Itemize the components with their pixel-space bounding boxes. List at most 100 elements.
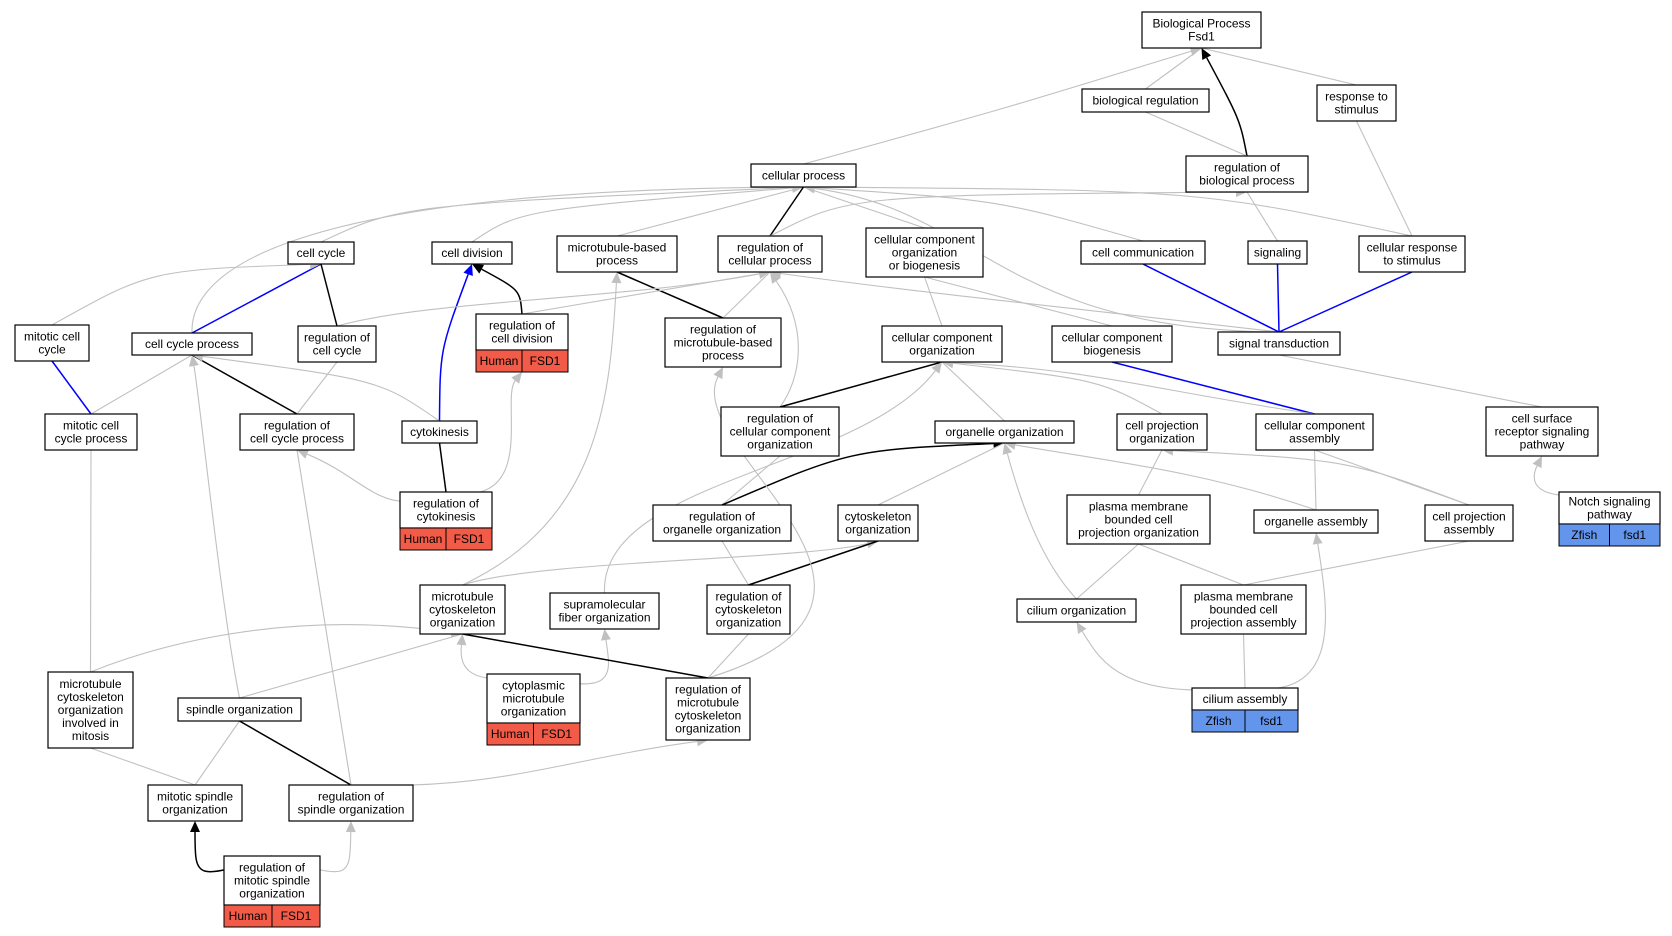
node-cco-label-line: organization bbox=[909, 344, 974, 358]
node-cproc[interactable]: cellular process bbox=[750, 163, 857, 188]
node-ccp[interactable]: cell cycle process bbox=[131, 332, 253, 356]
node-rcco-label-line: organization bbox=[747, 438, 812, 452]
edge-rccp-to-ccp bbox=[191, 354, 298, 415]
node-cca-label-line: cellular component bbox=[1264, 419, 1365, 433]
arrowhead-cilo-to-orgo bbox=[1002, 443, 1013, 455]
node-cdiv[interactable]: cell division bbox=[431, 241, 513, 265]
node-mtbp-label-line: microtubule-based bbox=[568, 241, 667, 255]
edge-rcco-to-rcp bbox=[775, 280, 799, 408]
node-mtcoim-label-line: microtubule bbox=[59, 677, 121, 691]
edge-rso-to-rccp bbox=[296, 449, 352, 786]
node-cdiv-label-line: cell division bbox=[441, 246, 502, 260]
node-sfo-label-line: fiber organization bbox=[558, 611, 650, 625]
node-rcytok-gene-cell bbox=[445, 527, 493, 551]
node-csrsp-label-line: pathway bbox=[1520, 438, 1565, 452]
node-cytok[interactable]: cytokinesis bbox=[401, 420, 478, 444]
node-cco-box bbox=[881, 325, 1003, 363]
node-rccp-label-line: cell cycle process bbox=[250, 432, 344, 446]
edge-rmtco-to-mtco bbox=[462, 633, 709, 679]
edge-cpa-to-cpo bbox=[1172, 450, 1470, 506]
edge-rso-to-spo bbox=[239, 720, 352, 786]
arrowhead-ciliuma-to-cilo bbox=[1076, 622, 1087, 634]
edge-oa-to-orgo bbox=[1015, 444, 1317, 511]
node-sig[interactable]: signaling bbox=[1247, 240, 1308, 265]
edge-mso-to-mtcoim bbox=[90, 747, 196, 786]
node-ccp-label-line: cell cycle process bbox=[145, 337, 239, 351]
arrowhead-rmso-to-rso bbox=[345, 821, 356, 833]
edge-rbp-to-bp bbox=[1206, 57, 1248, 157]
node-cpo-label-line: cell projection bbox=[1125, 419, 1198, 433]
node-breg[interactable]: biological regulation bbox=[1081, 88, 1210, 113]
node-rso-box bbox=[288, 784, 414, 822]
edge-spo-to-ccp bbox=[193, 365, 241, 699]
edge-mtco-to-cskel bbox=[462, 543, 868, 586]
node-cdiv-box bbox=[431, 241, 513, 265]
node-cilo[interactable]: cilium organization bbox=[1016, 598, 1137, 623]
node-notch-gene-label: fsd1 bbox=[1623, 528, 1646, 542]
edge-mtcoim-to-mccp bbox=[89, 449, 92, 673]
node-cilo-label-line: cilium organization bbox=[1027, 604, 1126, 618]
edge-cpo-to-cco bbox=[952, 362, 1163, 415]
edge-rmtco-to-rmtbp bbox=[707, 376, 815, 679]
node-mtco-label-line: microtubule bbox=[431, 590, 493, 604]
node-mtcoim[interactable]: microtubulecytoskeletonorganizationinvol… bbox=[47, 671, 134, 749]
node-oa[interactable]: organelle assembly bbox=[1253, 509, 1379, 534]
node-rmtco-label-line: cytoskeleton bbox=[675, 709, 742, 723]
node-rmso-species-label: Human bbox=[229, 909, 268, 923]
node-rmtco-label-line: microtubule bbox=[677, 696, 739, 710]
edge-st-to-ccomm bbox=[1142, 263, 1280, 333]
node-st[interactable]: signal transduction bbox=[1217, 331, 1341, 356]
node-pmbcpa-box bbox=[1180, 584, 1307, 635]
node-ccyc[interactable]: cell cycle bbox=[287, 241, 355, 265]
node-bp-box bbox=[1141, 11, 1262, 49]
node-cpa-label-line: assembly bbox=[1444, 523, 1495, 537]
node-rmtco[interactable]: regulation ofmicrotubulecytoskeletonorga… bbox=[665, 677, 751, 741]
node-spo[interactable]: spindle organization bbox=[177, 697, 302, 722]
node-rco-label-line: cytoskeleton bbox=[715, 603, 782, 617]
node-rcp-label-line: regulation of bbox=[737, 241, 804, 255]
edge-rcdiv-to-rcp bbox=[521, 271, 771, 315]
edge-rmtco-to-rco bbox=[707, 633, 749, 679]
edge-spo-to-mtco bbox=[239, 633, 463, 699]
node-orgo[interactable]: organelle organization bbox=[934, 420, 1075, 444]
node-mtcoim-label-line: organization bbox=[58, 703, 123, 717]
edge-cpa-to-cca bbox=[1314, 449, 1470, 506]
node-ccomm[interactable]: cell communication bbox=[1080, 240, 1206, 265]
edge-rcp-to-cproc bbox=[769, 186, 805, 237]
